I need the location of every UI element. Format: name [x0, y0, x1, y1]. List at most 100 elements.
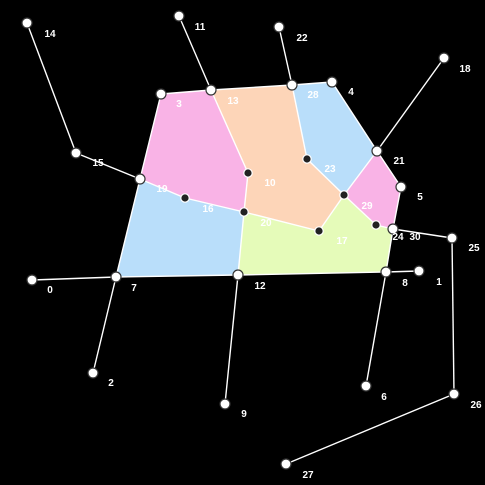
node-label-23: 23: [324, 164, 336, 175]
edge-13-11: [178, 15, 212, 91]
face-lime-bottom: [238, 195, 393, 275]
node-27: [280, 458, 292, 470]
node-7: [110, 271, 122, 283]
edge-20-17: [243, 211, 320, 232]
node-20: [239, 207, 249, 217]
edge-21-18: [376, 57, 445, 152]
face-blue-left: [116, 179, 244, 277]
face-pink-right: [344, 151, 401, 229]
edge-12-20: [237, 211, 245, 276]
node-label-9: 9: [241, 409, 247, 420]
node-13: [205, 84, 217, 96]
node-25: [446, 232, 458, 244]
face-blue-top: [292, 82, 377, 195]
edge-25-26: [451, 237, 455, 395]
edge-8-24: [385, 228, 394, 273]
node-label-12: 12: [254, 281, 266, 292]
node-26: [448, 388, 460, 400]
node-label-0: 0: [47, 285, 53, 296]
node-11: [173, 10, 185, 22]
edge-3-13: [160, 89, 212, 95]
node-14: [21, 17, 33, 29]
node-label-26: 26: [470, 400, 482, 411]
edge-28-22: [278, 26, 293, 86]
face-pink-left: [140, 90, 248, 212]
node-8: [380, 266, 392, 278]
edge-15-19: [75, 152, 141, 180]
node-label-10: 10: [264, 178, 276, 189]
node-24: [387, 223, 399, 235]
node-label-3: 3: [176, 99, 182, 110]
node-28: [286, 79, 298, 91]
node-label-20: 20: [260, 218, 272, 229]
node-30: [371, 220, 381, 230]
edge-21-5: [376, 150, 402, 188]
edge-7-12: [115, 274, 239, 278]
edge-30-29: [343, 194, 377, 226]
edge-10-20: [243, 172, 249, 213]
node-12: [232, 269, 244, 281]
node-label-7: 7: [131, 283, 137, 294]
node-23: [302, 154, 312, 164]
edges-layer: [26, 15, 455, 465]
node-label-25: 25: [468, 243, 480, 254]
node-22: [273, 21, 285, 33]
edge-24-25: [392, 228, 453, 239]
edge-19-3: [139, 93, 162, 180]
edge-7-2: [92, 276, 117, 374]
node-label-29: 29: [361, 201, 373, 212]
node-label-17: 17: [336, 236, 348, 247]
faces-layer: [116, 82, 401, 277]
node-21: [371, 145, 383, 157]
node-label-27: 27: [302, 470, 314, 481]
node-label-2: 2: [108, 378, 114, 389]
node-1: [413, 265, 425, 277]
node-label-14: 14: [44, 29, 56, 40]
edge-12-9: [224, 274, 239, 405]
node-label-5: 5: [417, 192, 423, 203]
edge-19-7: [115, 178, 141, 278]
node-label-16: 16: [202, 204, 214, 215]
edge-29-21: [343, 150, 378, 196]
node-4: [326, 76, 338, 88]
node-29: [339, 190, 349, 200]
node-2: [87, 367, 99, 379]
edge-17-29: [318, 194, 345, 232]
edge-7-0: [31, 276, 117, 281]
edge-4-21: [331, 81, 378, 152]
node-label-28: 28: [307, 90, 319, 101]
edge-16-20: [184, 197, 245, 213]
node-label-15: 15: [92, 158, 104, 169]
node-label-13: 13: [227, 96, 239, 107]
node-label-4: 4: [348, 87, 354, 98]
node-10: [243, 168, 253, 178]
node-0: [26, 274, 38, 286]
node-18: [438, 52, 450, 64]
nodes-layer: [21, 10, 460, 470]
node-3: [155, 88, 167, 100]
node-label-8: 8: [402, 278, 408, 289]
node-label-18: 18: [459, 64, 471, 75]
node-label-6: 6: [381, 392, 387, 403]
node-17: [314, 226, 324, 236]
node-label-1: 1: [436, 277, 442, 288]
edge-14-15: [26, 22, 77, 154]
edge-26-27: [285, 393, 455, 465]
node-label-24: 24: [392, 232, 404, 243]
edge-19-16: [139, 178, 186, 199]
edge-13-28: [210, 84, 293, 91]
node-label-21: 21: [393, 156, 405, 167]
node-label-30: 30: [409, 232, 421, 243]
edge-8-6: [365, 271, 387, 387]
node-9: [219, 398, 231, 410]
edge-5-24: [392, 186, 402, 230]
face-peach-center: [211, 85, 344, 231]
node-19: [134, 173, 146, 185]
edge-12-8: [237, 271, 387, 276]
node-15: [70, 147, 82, 159]
edge-13-10: [210, 89, 249, 174]
node-6: [360, 380, 372, 392]
